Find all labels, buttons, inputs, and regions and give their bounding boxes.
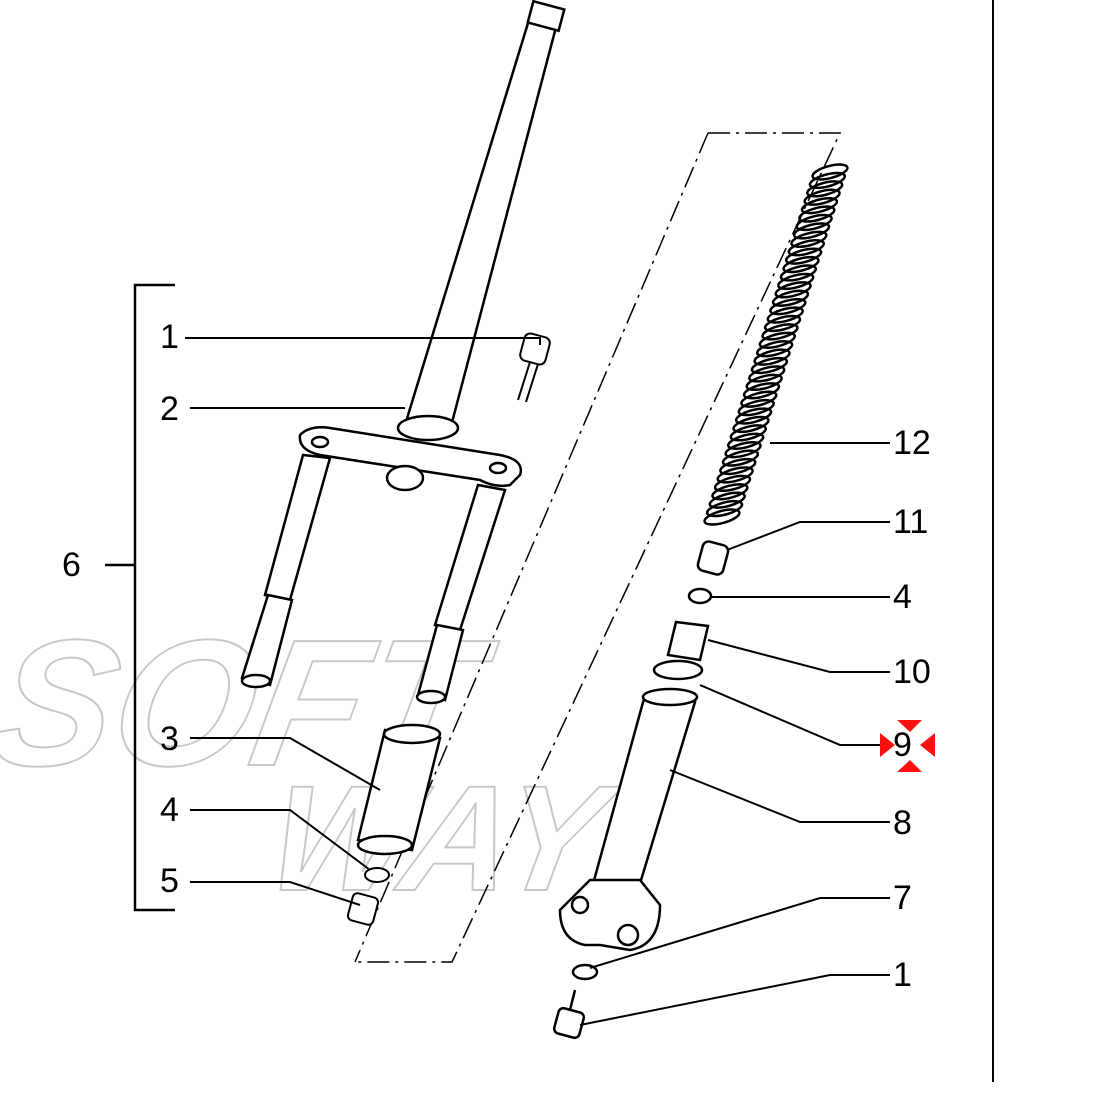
spring-coil bbox=[792, 222, 831, 240]
label-text: 11 bbox=[893, 503, 929, 541]
label-text: 6 bbox=[62, 546, 81, 584]
part-label-4[interactable]: 4 bbox=[160, 791, 188, 829]
spring-coil bbox=[705, 499, 744, 518]
part-label-8[interactable]: 8 bbox=[893, 804, 921, 842]
spring-coil bbox=[734, 407, 773, 425]
spring-coil bbox=[798, 205, 836, 223]
bolt-top bbox=[517, 332, 551, 403]
spring-coil bbox=[755, 340, 794, 358]
spring-coil bbox=[703, 508, 741, 526]
part-label-2[interactable]: 2 bbox=[160, 390, 188, 428]
spring-coil bbox=[758, 331, 797, 349]
spring-coil bbox=[713, 474, 752, 493]
spring-coil bbox=[729, 424, 768, 442]
spring-coil bbox=[779, 264, 818, 282]
spring-coil bbox=[761, 323, 799, 341]
spring-coil bbox=[808, 171, 847, 190]
part-label-10[interactable]: 10 bbox=[893, 653, 935, 691]
label-text: 12 bbox=[893, 424, 931, 462]
spring-coil bbox=[740, 390, 778, 408]
spring-coil bbox=[711, 483, 749, 501]
spring bbox=[703, 163, 849, 526]
fork-crown bbox=[298, 426, 523, 492]
spring-coil bbox=[750, 356, 789, 375]
label-text: 9 bbox=[893, 726, 912, 764]
part-label-3[interactable]: 3 bbox=[160, 720, 188, 758]
leader-lines bbox=[185, 337, 890, 1026]
spring-coil bbox=[745, 373, 783, 392]
part-label-11[interactable]: 11 bbox=[893, 503, 933, 541]
watermark-way: WAY bbox=[257, 755, 629, 923]
spring-coil bbox=[732, 415, 770, 434]
label-text: 8 bbox=[893, 804, 912, 842]
spring-coil bbox=[787, 239, 825, 257]
spring-coil bbox=[774, 281, 812, 299]
label-text: 1 bbox=[893, 956, 912, 994]
label-text: 5 bbox=[160, 862, 179, 900]
label-text: 2 bbox=[160, 390, 179, 428]
label-text: 4 bbox=[893, 578, 912, 616]
spring-coil bbox=[727, 432, 765, 450]
spring-coil bbox=[737, 398, 775, 417]
spring-coil bbox=[716, 466, 754, 484]
damper-parts bbox=[552, 540, 730, 1040]
fork-legs bbox=[240, 453, 507, 705]
spring-coil bbox=[766, 306, 804, 324]
spring-coil bbox=[708, 491, 746, 509]
label-text: 7 bbox=[893, 879, 912, 917]
label-text: 10 bbox=[893, 653, 931, 691]
spring-coil bbox=[803, 188, 841, 206]
spring-coil bbox=[742, 382, 781, 400]
part-label-1[interactable]: 1 bbox=[160, 318, 188, 356]
spring-coil bbox=[782, 255, 820, 274]
spring-coil bbox=[811, 163, 849, 181]
spring-coil bbox=[719, 457, 757, 476]
part-label-5[interactable]: 5 bbox=[160, 862, 188, 900]
part-label-1b[interactable]: 1 bbox=[893, 956, 921, 994]
part-label-7[interactable]: 7 bbox=[893, 879, 921, 917]
spring-coil bbox=[748, 365, 786, 383]
assembly-outline bbox=[355, 132, 842, 963]
spring-coil bbox=[795, 213, 833, 232]
label-text: 3 bbox=[160, 720, 179, 758]
selection-marker bbox=[880, 720, 935, 772]
spring-coil bbox=[763, 314, 802, 333]
steering-tube bbox=[396, 0, 566, 442]
spring-coil bbox=[721, 449, 760, 467]
spring-coil bbox=[800, 196, 839, 215]
spring-coil bbox=[769, 297, 807, 316]
part-label-9[interactable]: 9 bbox=[893, 726, 921, 764]
small-parts-left bbox=[346, 867, 390, 926]
label-text: 1 bbox=[160, 318, 179, 356]
label-text: 4 bbox=[160, 791, 179, 829]
part-label-12[interactable]: 12 bbox=[893, 424, 937, 462]
spring-coil bbox=[771, 289, 810, 307]
spring-coil bbox=[790, 230, 828, 249]
spring-coil bbox=[784, 247, 823, 265]
part-label-6[interactable]: 6 bbox=[62, 548, 81, 582]
part-label-4b[interactable]: 4 bbox=[893, 578, 921, 616]
watermark: SOFT WAY bbox=[0, 602, 630, 923]
spring-coil bbox=[806, 180, 844, 198]
spring-coil bbox=[753, 348, 791, 366]
spring-coil bbox=[777, 272, 815, 291]
group-bracket bbox=[105, 283, 175, 912]
spring-coil bbox=[724, 440, 762, 459]
bushing bbox=[356, 723, 442, 856]
